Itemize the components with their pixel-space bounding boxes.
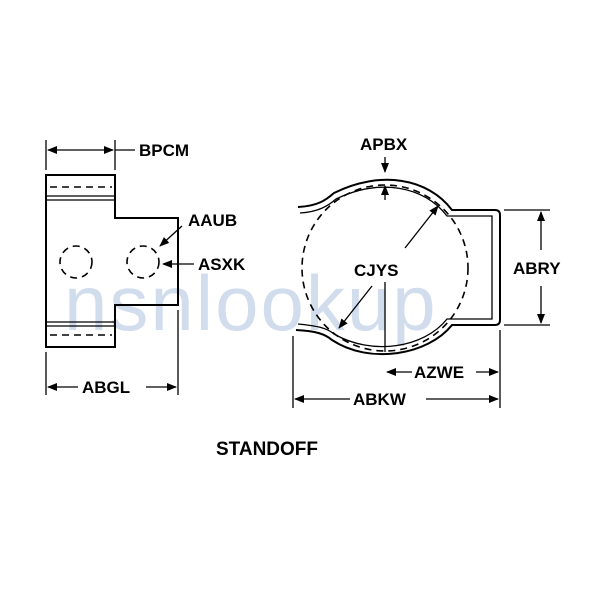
side-view-outline [45,174,179,348]
end-view: APBX CJYS ABRY AZWE ABKW [292,135,561,409]
cjys-arrow [404,205,439,249]
clamp-band-outer [295,178,501,356]
abgl-label: ABGL [82,378,130,397]
bpcm-label: BPCM [139,141,189,160]
apbx-label: APBX [360,135,408,154]
hidden-hole-right [126,245,160,279]
cjys-label: CJYS [354,261,398,280]
abry-label: ABRY [513,259,561,278]
hidden-hole-left [59,245,93,279]
side-view: BPCM AAUB ASXK ABGL [45,140,246,397]
aaub-leader [159,225,183,247]
azwe-label: AZWE [414,363,464,382]
abkw-label: ABKW [353,390,407,409]
watermark-text: nsnlookup [64,259,438,347]
aaub-label: AAUB [188,211,237,230]
diagram-title: STANDOFF [216,439,318,460]
cjys-arrow [338,285,373,329]
asxk-label: ASXK [198,255,246,274]
